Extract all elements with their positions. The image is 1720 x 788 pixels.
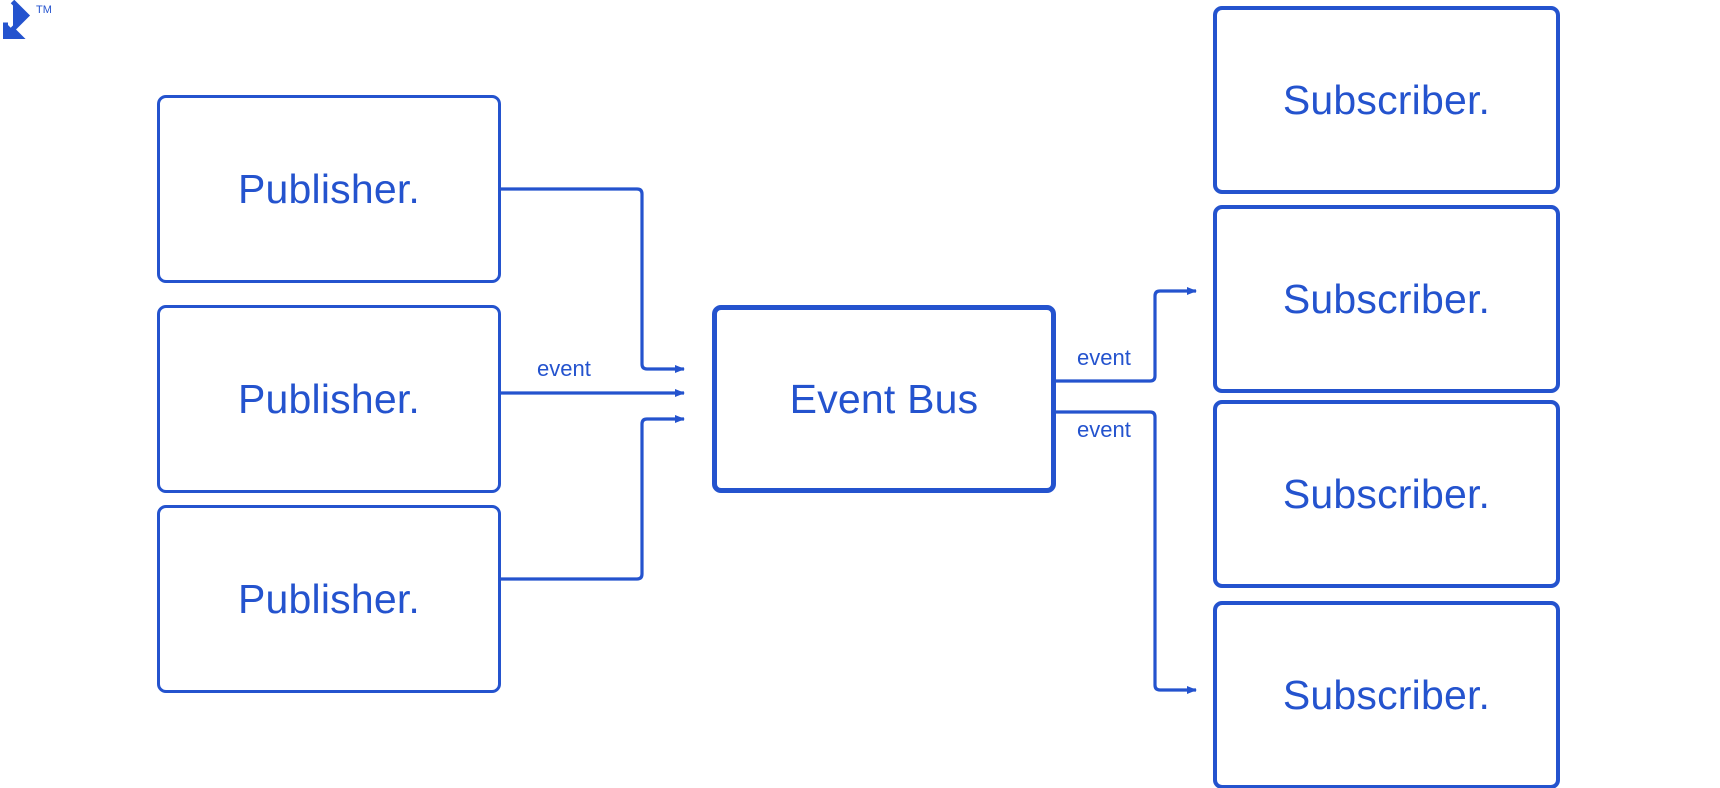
subscriber-node-2-label: Subscriber. (1282, 275, 1491, 322)
connector-publisher-1-to-event-bus (501, 187, 685, 373)
subscriber-node-3[interactable]: Subscriber. (1213, 400, 1560, 588)
edge-label-outbound-lower-event: event (1074, 417, 1134, 443)
trademark-text: TM (36, 4, 52, 16)
connector-event-bus-to-subscriber-2 (1056, 287, 1197, 383)
brand-logo: TM (0, 0, 56, 46)
connector-event-bus-to-subscriber-4 (1056, 410, 1197, 694)
edge-label-inbound-event: event (534, 356, 594, 382)
publisher-node-3-label: Publisher. (237, 575, 421, 622)
subscriber-node-3-label: Subscriber. (1282, 470, 1491, 517)
event-bus-node-label: Event Bus (789, 375, 979, 422)
publisher-node-2-label: Publisher. (237, 375, 421, 422)
subscriber-node-1-label: Subscriber. (1282, 76, 1491, 123)
publisher-node-3[interactable]: Publisher. (157, 505, 501, 693)
publisher-node-1[interactable]: Publisher. (157, 95, 501, 283)
subscriber-node-4-label: Subscriber. (1282, 671, 1491, 718)
publisher-node-1-label: Publisher. (237, 165, 421, 212)
subscriber-node-2[interactable]: Subscriber. (1213, 205, 1560, 393)
publisher-node-2[interactable]: Publisher. (157, 305, 501, 493)
event-bus-node[interactable]: Event Bus (712, 305, 1056, 493)
connector-publisher-3-to-event-bus (501, 415, 685, 581)
toptal-chevron-logo-icon: TM (3, 0, 52, 39)
subscriber-node-4[interactable]: Subscriber. (1213, 601, 1560, 788)
edge-label-outbound-upper-event: event (1074, 345, 1134, 371)
subscriber-node-1[interactable]: Subscriber. (1213, 6, 1560, 194)
